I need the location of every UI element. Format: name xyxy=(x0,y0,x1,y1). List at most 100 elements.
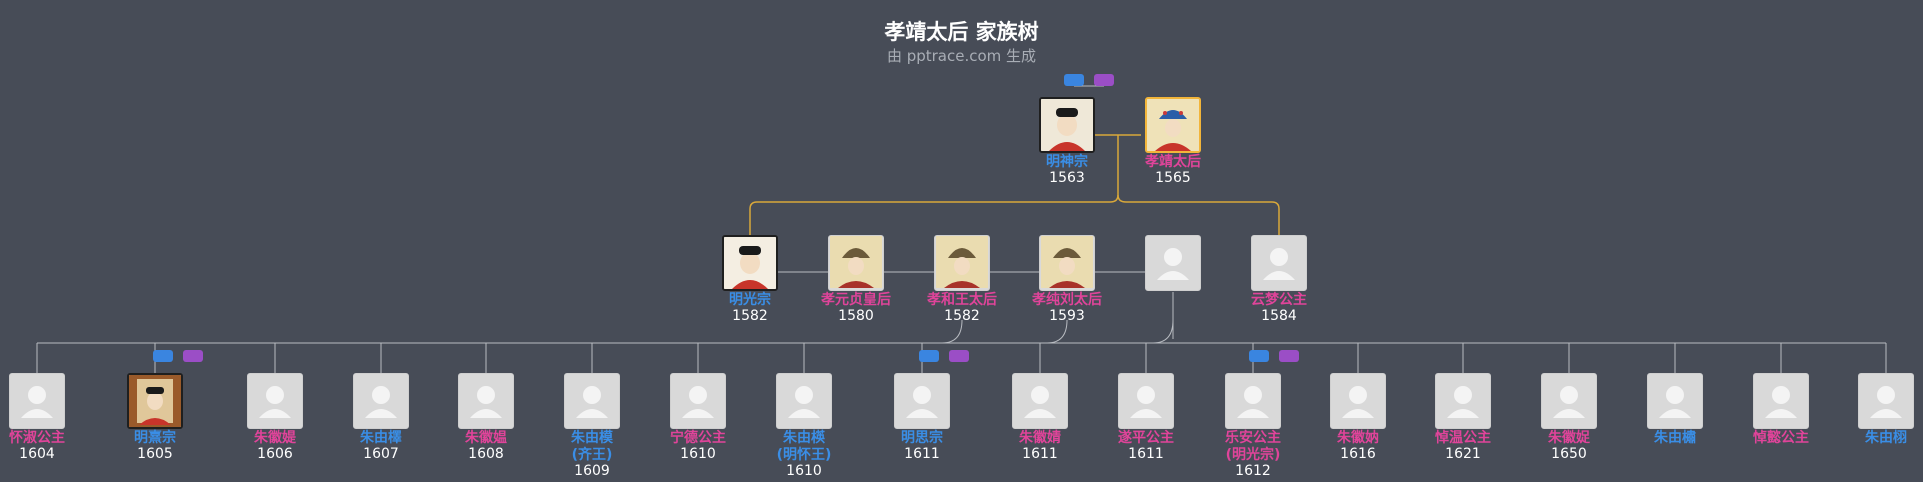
placeholder-avatar-icon xyxy=(247,373,303,429)
person-name: 明光宗 xyxy=(729,292,771,308)
person-name: 怀淑公主 xyxy=(9,430,65,446)
placeholder-avatar-icon xyxy=(1225,373,1281,429)
person-name: 宁德公主 xyxy=(670,430,726,446)
person-year: 1582 xyxy=(944,308,980,324)
relation-tag-icon[interactable] xyxy=(183,350,203,362)
placeholder-avatar-icon xyxy=(1012,373,1068,429)
relation-tag-icon[interactable] xyxy=(919,350,939,362)
person-name: 朱由檡 xyxy=(360,430,402,446)
person-name: 朱徽妠 xyxy=(1337,430,1379,446)
person-name: 悼懿公主 xyxy=(1753,430,1809,446)
person-name: 朱徽媞 xyxy=(254,430,296,446)
placeholder-avatar-icon xyxy=(776,373,832,429)
person-year: 1563 xyxy=(1049,170,1085,186)
relation-tag-icon[interactable] xyxy=(1094,74,1114,86)
person-year: 1607 xyxy=(363,446,399,462)
placeholder-avatar-icon xyxy=(353,373,409,429)
person-title: (明怀王) xyxy=(776,447,832,463)
person-node[interactable]: 悼懿公主 xyxy=(1721,373,1841,446)
placeholder-avatar-icon xyxy=(1647,373,1703,429)
person-title: (明光宗) xyxy=(1225,447,1281,463)
person-title: (齐王) xyxy=(571,447,613,463)
placeholder-avatar-icon xyxy=(458,373,514,429)
person-node[interactable]: 朱由模(齐王)1609 xyxy=(532,373,652,479)
person-node[interactable]: 朱由楧(明怀王)1610 xyxy=(744,373,864,479)
placeholder-avatar-icon xyxy=(1858,373,1914,429)
person-year: 1611 xyxy=(1128,446,1164,462)
person-year: 1604 xyxy=(19,446,55,462)
placeholder-avatar-icon xyxy=(1118,373,1174,429)
person-year: 1608 xyxy=(468,446,504,462)
person-year: 1593 xyxy=(1049,308,1085,324)
person-year: 1565 xyxy=(1155,170,1191,186)
person-name: 朱徽娖 xyxy=(1548,430,1590,446)
person-year: 1611 xyxy=(904,446,940,462)
person-name: 朱由模 xyxy=(571,430,613,446)
person-name: 明熹宗 xyxy=(134,430,176,446)
person-name: 朱徽媪 xyxy=(465,430,507,446)
person-node[interactable]: 孝靖太后 1565 xyxy=(1113,97,1233,186)
person-name: 朱徽婧 xyxy=(1019,430,1061,446)
portrait-empress-icon xyxy=(1145,97,1201,153)
person-year: 1610 xyxy=(786,463,822,479)
person-name: 悼温公主 xyxy=(1435,430,1491,446)
placeholder-avatar-icon xyxy=(1251,235,1307,291)
placeholder-avatar-icon xyxy=(9,373,65,429)
person-node[interactable]: 乐安公主(明光宗)1612 xyxy=(1193,373,1313,479)
person-year: 1605 xyxy=(137,446,173,462)
placeholder-avatar-icon xyxy=(1435,373,1491,429)
person-name: 明神宗 xyxy=(1046,154,1088,170)
person-name: 孝靖太后 xyxy=(1145,154,1201,170)
relation-tag-icon[interactable] xyxy=(153,350,173,362)
person-year: 1610 xyxy=(680,446,716,462)
relation-tag-icon[interactable] xyxy=(949,350,969,362)
page-title: 孝靖太后 家族树 xyxy=(884,20,1039,44)
person-name: 朱由栩 xyxy=(1865,430,1907,446)
portrait-empress-icon xyxy=(1039,235,1095,291)
placeholder-avatar-icon xyxy=(670,373,726,429)
person-year: 1612 xyxy=(1235,463,1271,479)
portrait-emperor-icon xyxy=(1039,97,1095,153)
person-year: 1580 xyxy=(838,308,874,324)
relation-tag-icon[interactable] xyxy=(1249,350,1269,362)
relation-tag-icon[interactable] xyxy=(1064,74,1084,86)
placeholder-avatar-icon xyxy=(564,373,620,429)
placeholder-avatar-icon xyxy=(1541,373,1597,429)
person-name: 云梦公主 xyxy=(1251,292,1307,308)
portrait-emperor-icon xyxy=(722,235,778,291)
person-node[interactable]: 朱由橚 xyxy=(1615,373,1735,446)
person-name: 朱由橚 xyxy=(1654,430,1696,446)
placeholder-avatar-icon xyxy=(1330,373,1386,429)
person-year: 1616 xyxy=(1340,446,1376,462)
person-node[interactable]: 明神宗 1563 xyxy=(1007,97,1127,186)
person-year: 1621 xyxy=(1445,446,1481,462)
relation-tag-icon[interactable] xyxy=(1279,350,1299,362)
person-year: 1609 xyxy=(574,463,610,479)
placeholder-avatar-icon xyxy=(894,373,950,429)
person-year: 1582 xyxy=(732,308,768,324)
person-node[interactable]: 朱由栩 xyxy=(1826,373,1923,446)
person-node[interactable] xyxy=(1113,235,1233,292)
person-year: 1606 xyxy=(257,446,293,462)
person-year: 1584 xyxy=(1261,308,1297,324)
placeholder-avatar-icon xyxy=(1145,235,1201,291)
placeholder-avatar-icon xyxy=(1753,373,1809,429)
